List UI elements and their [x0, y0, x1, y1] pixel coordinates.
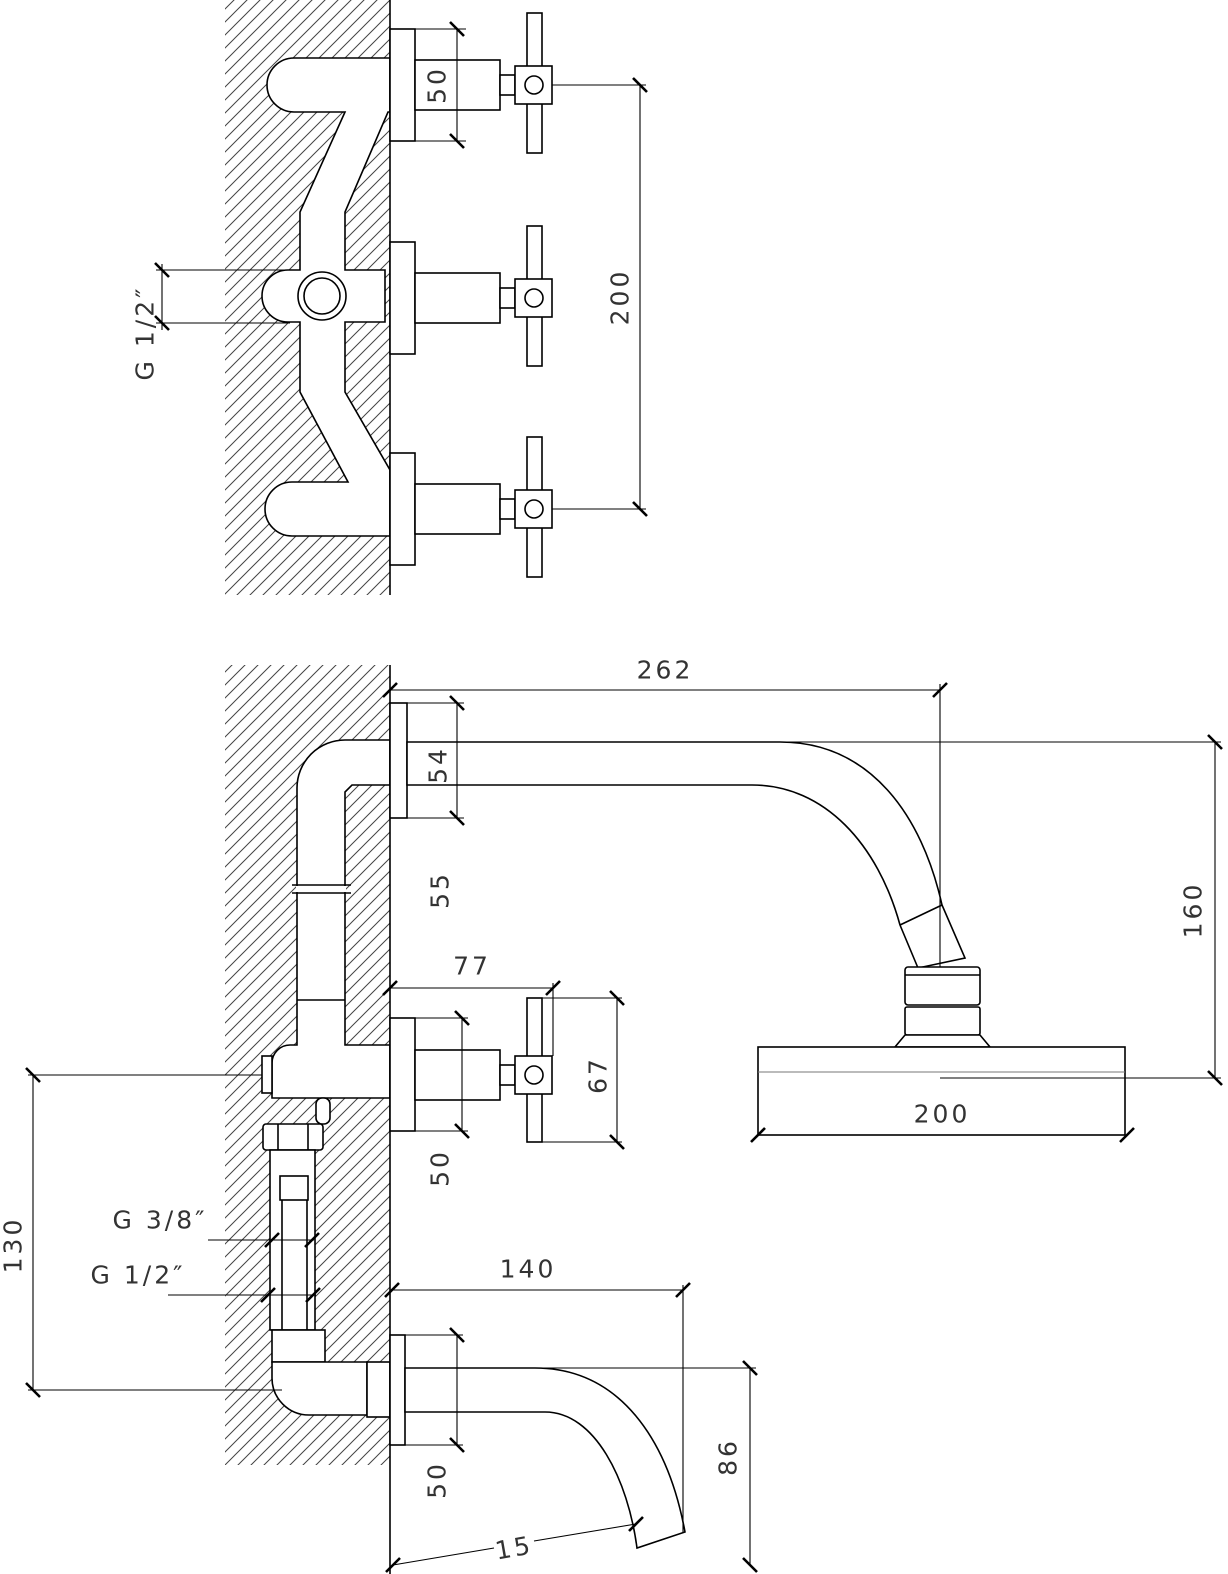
dimension-label: 200: [606, 269, 635, 326]
thread-callout-large: G 1/2″: [91, 1261, 322, 1304]
dimension-inlet-spacing: 130: [0, 1066, 282, 1399]
valve-neck: [499, 74, 516, 96]
handle-cap: [524, 499, 544, 519]
spout-body: [404, 1367, 686, 1550]
thread-label: G 3/8″: [113, 1206, 208, 1235]
dimension-inlet-thread: G 1/2″: [131, 261, 290, 381]
spout-connector: [366, 1361, 391, 1418]
valve-neck: [499, 498, 516, 520]
dimension-handle-length: 67: [542, 989, 626, 1151]
dimension-valve-spacing: 200: [552, 76, 649, 518]
dimension-handle-reach: 77: [381, 952, 562, 1056]
dimension-head-height: 160: [780, 733, 1224, 1087]
side-view: 262 54 55 160 77: [0, 656, 1224, 1574]
spout-wall-flange: [389, 1334, 406, 1446]
valve-body: [414, 1049, 501, 1101]
mixer-side-tab: [261, 1055, 273, 1094]
dimension-spout-tip: 15: [384, 1515, 645, 1574]
wall-flange: [389, 241, 416, 355]
valve-body: [414, 272, 501, 324]
dimension-spout-drop: 86: [535, 1359, 759, 1574]
dimension-label: 77: [453, 952, 491, 981]
shower-arm: [389, 702, 967, 969]
dimension-arm-reach: 262: [381, 656, 949, 967]
mixer-valve: [389, 997, 553, 1143]
riser-break-gap: [296, 886, 346, 892]
valve-body: [414, 483, 501, 535]
tube-insert: [279, 1175, 309, 1201]
dimension-label: 15: [493, 1530, 535, 1565]
dimension-label: 140: [500, 1255, 557, 1284]
dimension-line: [392, 1547, 495, 1566]
dimension-label: 130: [0, 1217, 28, 1274]
dimension-head-diameter: 200: [749, 1100, 1136, 1144]
spout-elbow: [271, 1361, 368, 1416]
thread-callout-small: G 3/8″: [113, 1206, 321, 1249]
arm-joint-line: [899, 904, 943, 926]
riser-dimension-label: 55: [426, 871, 455, 909]
dimension-label: 50: [423, 1461, 452, 1499]
shower-head: [757, 966, 1126, 1136]
bath-spout: [389, 1334, 686, 1550]
handle-cap: [524, 75, 544, 95]
dimension-spout-reach: 140: [383, 1255, 692, 1532]
handle-hub: [514, 489, 553, 529]
valve-upper: [389, 12, 553, 154]
dimension-flange-top: 50: [415, 20, 466, 150]
inlet-outer-circle: [297, 271, 347, 321]
thread-label: G 1/2″: [131, 286, 160, 381]
mixer-outlet-hook: [315, 1097, 331, 1125]
arm-tube: [406, 741, 967, 969]
valve-middle: [389, 225, 553, 367]
wall-flange: [389, 1017, 416, 1132]
handle-hub: [514, 1055, 553, 1095]
head-disc: [757, 1046, 1126, 1136]
thread-label: G 1/2″: [91, 1261, 186, 1290]
handle-cap: [524, 1065, 544, 1085]
dimension-spout-flange: 50: [405, 1326, 466, 1499]
concealed-body: [261, 57, 391, 537]
dimension-line: [533, 1523, 637, 1542]
lower-fitting: [271, 1329, 326, 1363]
riser-outline: [271, 739, 391, 1099]
dimension-label: 262: [637, 656, 694, 685]
hex-nut: [262, 1123, 324, 1151]
valve-neck: [499, 287, 516, 309]
head-upper-nut: [904, 966, 981, 1006]
valve-neck: [499, 1064, 516, 1086]
dimension-label: 50: [426, 1149, 455, 1187]
dimension-label: 160: [1179, 882, 1208, 939]
inlet-inner-circle: [303, 277, 341, 315]
dimension-label: 67: [584, 1056, 613, 1094]
wall-flange: [389, 452, 416, 566]
valve-lower: [389, 436, 553, 578]
handle-hub: [514, 65, 553, 105]
dimension-label: 200: [914, 1100, 971, 1129]
top-view: 50 200 G 1/2″: [131, 0, 649, 595]
wall-flange: [389, 28, 416, 142]
dimension-label: 50: [423, 66, 452, 104]
handle-cap: [524, 288, 544, 308]
arm-wall-flange: [389, 702, 408, 819]
dimension-label: 86: [714, 1438, 743, 1476]
handle-hub: [514, 278, 553, 318]
dimension-label: 54: [424, 746, 453, 784]
head-cone: [893, 1034, 992, 1048]
dimension-valve-flange: 50: [415, 1009, 471, 1187]
concealed-riser: [261, 739, 391, 1125]
head-lower-nut: [904, 1006, 981, 1036]
dimension-tick: [384, 1556, 402, 1574]
dimension-arm-flange: 54: [407, 694, 466, 827]
